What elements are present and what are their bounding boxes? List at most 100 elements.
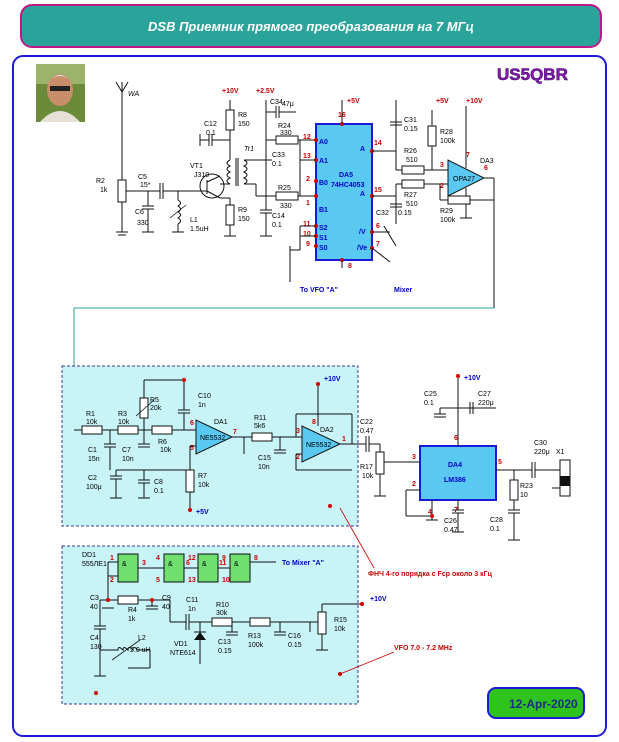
svg-text:13: 13	[188, 577, 196, 584]
r28-resistor	[427, 125, 437, 147]
da5-pin-b1: B1	[319, 207, 328, 214]
r3-resistor	[117, 425, 139, 435]
svg-text:4: 4	[428, 509, 432, 516]
r27-name: R27	[404, 192, 417, 199]
r13-name: R13	[248, 633, 261, 640]
r27-value: 510	[406, 201, 418, 208]
svg-text:7: 7	[376, 241, 380, 248]
c30-value: 220μ	[534, 449, 550, 456]
svg-text:8: 8	[348, 263, 352, 270]
svg-text:11: 11	[303, 221, 311, 228]
c27-value: 220μ	[478, 400, 494, 407]
r24-value: 330	[280, 130, 292, 137]
vt1-transistor	[199, 173, 225, 199]
c7-value: 10n	[122, 456, 134, 463]
r2-value: 1k	[100, 187, 108, 194]
da3-section: C31 0.15 C32 0.15 R26 510 R27 510 OPA27 …	[73, 98, 495, 430]
svg-text:5: 5	[156, 577, 160, 584]
svg-text:2: 2	[440, 183, 444, 190]
da5-pin-s0: S0	[319, 245, 328, 252]
da5-pin-b0: B0	[319, 180, 328, 187]
svg-text:1: 1	[110, 555, 114, 562]
c33-value: 0.1	[272, 161, 282, 168]
da5-pin-s2: S2	[319, 225, 328, 232]
c2-name: C2	[88, 475, 97, 482]
c10-name: C10	[198, 393, 211, 400]
l2-value: 2.0 uH	[130, 647, 151, 654]
r9-name: R9	[238, 207, 247, 214]
da5-pin-ve: /Ve	[357, 245, 367, 252]
vfo-note: VFO 7.0 - 7.2 MHz	[394, 645, 453, 652]
headphone-jack-icon	[552, 459, 571, 497]
r4-name: R4	[128, 607, 137, 614]
c14-name: C14	[272, 213, 285, 220]
date-badge	[487, 687, 585, 719]
c15-name: C15	[258, 455, 271, 462]
c9-value: 40	[162, 604, 170, 611]
svg-text:2: 2	[110, 577, 114, 584]
svg-text:8: 8	[254, 555, 258, 562]
r8-name: R8	[238, 112, 247, 119]
dd1-part: 555ЛЕ1	[82, 561, 107, 568]
r28-value: 100k	[440, 138, 456, 145]
da5-pin-v: /V	[359, 229, 366, 236]
c12-value: 0.1	[206, 130, 216, 137]
c34-supply: +2.5V	[256, 88, 275, 95]
svg-text:6: 6	[376, 223, 380, 230]
c13-value: 0.15	[218, 648, 232, 655]
audio-amp: C22 0.47 R17 10k DA4 LM386 3 2 6 7 4 5	[360, 374, 571, 541]
c8-name: C8	[154, 479, 163, 486]
c25-value: 0.1	[424, 400, 434, 407]
r26-resistor	[401, 165, 425, 175]
to-mixer-label: To Mixer "A"	[282, 560, 324, 567]
r13-resistor	[249, 617, 271, 627]
r5-value: 20k	[150, 405, 162, 412]
c26-value: 0.47	[444, 527, 458, 534]
r4-value: 1k	[128, 616, 136, 623]
x1-name: X1	[556, 449, 565, 456]
svg-text:11: 11	[219, 560, 227, 567]
dd1-gate-3	[197, 553, 219, 583]
da5-pin-a0: A0	[319, 139, 328, 146]
c2-value: 100μ	[86, 484, 102, 491]
r1-resistor	[81, 425, 103, 435]
c5-value: 15*	[140, 182, 151, 189]
r24-resistor	[275, 135, 299, 145]
c15-value: 10n	[258, 464, 270, 471]
da3-opamp	[447, 159, 486, 197]
vfo-supply: +10V	[370, 596, 387, 603]
dd1-gate-4	[229, 553, 251, 583]
r4-resistor	[117, 595, 139, 605]
vt1-name: VT1	[190, 163, 203, 170]
svg-text:6: 6	[190, 420, 194, 427]
svg-text:14: 14	[374, 140, 382, 147]
to-vfo-label: To VFO "A"	[300, 287, 338, 294]
da4-body	[419, 445, 497, 501]
r17-value: 10k	[362, 473, 374, 480]
r17-resistor	[375, 451, 385, 475]
svg-text:4: 4	[156, 555, 160, 562]
r10-resistor	[211, 617, 233, 627]
r7-resistor	[185, 469, 195, 493]
l1-name: L1	[190, 217, 198, 224]
da1-opamp	[195, 419, 234, 455]
c11-name: C11	[186, 597, 198, 604]
c3-value: 40	[90, 604, 98, 611]
r13-value: 100k	[248, 642, 264, 649]
r26-name: R26	[404, 148, 417, 155]
r8-resistor	[225, 109, 235, 131]
svg-text:&: &	[234, 561, 239, 568]
r11-value: 5k6	[254, 423, 265, 430]
svg-text:5: 5	[498, 459, 502, 466]
da5-part: 74HC4053	[331, 182, 365, 189]
da5-pin-a-top: A	[360, 146, 365, 153]
c10-value: 1n	[198, 402, 206, 409]
r25-resistor	[275, 191, 299, 201]
c9-name: C9	[162, 595, 171, 602]
page-title: DSB Приемник прямого преобразования на 7…	[148, 18, 474, 34]
da4-part: LM386	[444, 477, 466, 484]
da2-opamp	[301, 425, 342, 463]
rf-front-end: WA R2 1k C5 15* C6 330 L1	[96, 81, 316, 237]
svg-text:9: 9	[306, 241, 310, 248]
svg-text:10: 10	[303, 231, 311, 238]
